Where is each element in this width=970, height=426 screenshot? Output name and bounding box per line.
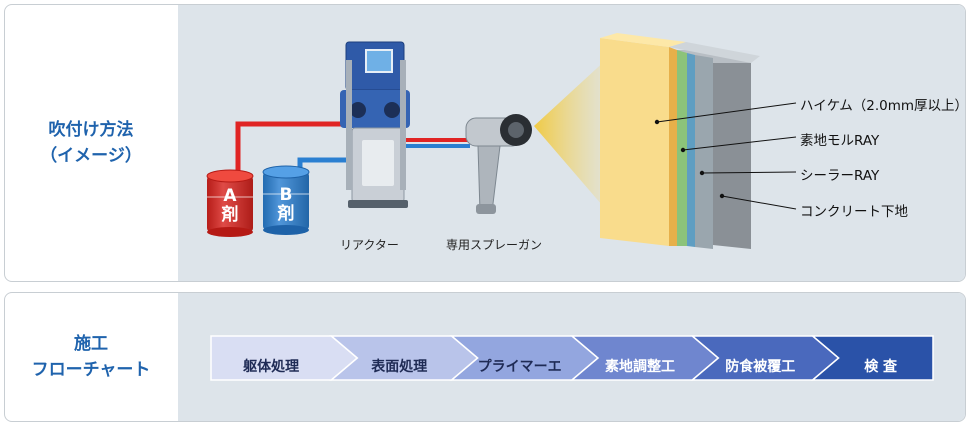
flow-step-label: 検 査 [864,359,898,375]
layer-label-topcoat: ハイケム（2.0mm厚以上） [800,98,969,114]
drum-a-label: A 剤 [210,187,250,225]
flow-step-arrow [810,335,934,381]
flowchart-subtitle: フローチャート [31,360,151,380]
spray-method-title: 吹付け方法 [48,120,134,140]
flow-step-label: 表面処理 [371,359,428,375]
flow-step-label: プライマーエ [477,359,562,375]
flowchart-title: 施工 [74,334,108,354]
drum-a-kanji: 剤 [221,205,239,225]
coating-layers [600,33,760,249]
flow-step-label: 躯体処理 [243,359,300,375]
flow-step-label: 素地調整工 [604,359,675,375]
spray-method-subtitle: （イメージ） [40,146,142,166]
flowchart-label: 施工 フローチャート [5,293,177,421]
reactor-machine [340,41,410,208]
layer-label-base-mortar: 素地モルRAY [800,133,880,149]
drum-b-letter: B [279,185,293,205]
drum-b-label: B 剤 [266,186,306,224]
layer-label-concrete: コンクリート下地 [800,204,908,220]
drum-a [206,169,254,237]
drum-a-letter: A [223,186,237,206]
spray-gun [465,114,532,214]
leader-lines [656,102,797,210]
layer-label-sealer: シーラーRAY [800,168,880,184]
drum-b [262,165,310,235]
spray-cone [534,58,608,212]
reactor-caption: リアクター [340,238,399,252]
leader-dot [699,170,705,176]
spray-method-label: 吹付け方法 （イメージ） [5,5,177,281]
leader-dot [654,119,660,125]
spray-gun-caption: 専用スプレーガン [446,238,543,252]
flow-step-label: 防食被覆工 [725,359,796,375]
drum-b-kanji: 剤 [277,204,295,224]
leader-dot [719,193,725,199]
spray-method-panel: 吹付け方法 （イメージ） [4,4,966,282]
leader-dot [680,147,686,153]
